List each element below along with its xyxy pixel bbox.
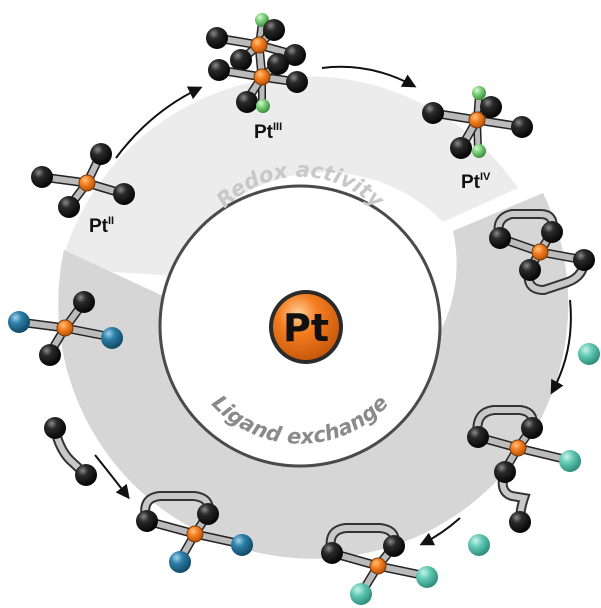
free-teal-ligand xyxy=(578,343,600,365)
arrow-ligand-to-blue xyxy=(94,454,130,500)
arrows xyxy=(94,65,572,546)
ring-ligand-segment xyxy=(58,193,569,559)
mixed-complex-ring-open xyxy=(467,405,581,533)
bis-chelate-complex xyxy=(489,209,595,296)
free-chelate-ligand xyxy=(44,417,97,486)
pt4-complex xyxy=(422,86,533,159)
pt4-label: PtIV xyxy=(461,171,491,193)
chelate-teal-complex xyxy=(321,523,438,605)
center-pt-emblem: Pt xyxy=(269,290,343,364)
arrow-bis-to-mixed xyxy=(550,299,572,395)
arrow-pt3-to-pt4 xyxy=(321,65,417,88)
pt2-label: PtII xyxy=(89,215,114,237)
center-pt-symbol: Pt xyxy=(283,306,329,350)
pt2-complex xyxy=(31,143,135,218)
free-teal-ligand-2 xyxy=(468,534,490,556)
ring-redox-segment xyxy=(60,76,518,276)
pt3-dimer xyxy=(206,13,308,113)
arrow-pt2-to-pt3 xyxy=(115,86,203,159)
chelate-blue-complex xyxy=(136,491,253,573)
blue-ligand-complex xyxy=(8,291,123,366)
pt3-label: PtIII xyxy=(254,121,282,143)
arrow-mixed-to-teal xyxy=(419,517,461,546)
